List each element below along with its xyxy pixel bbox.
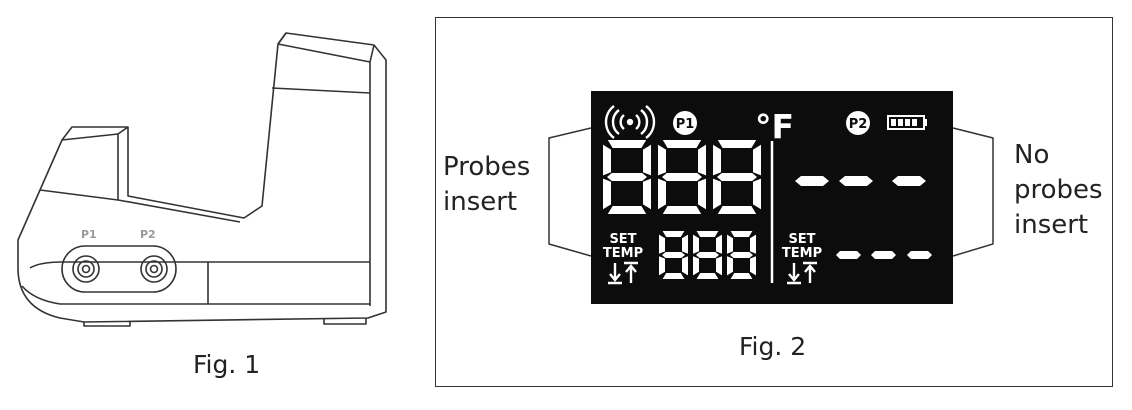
svg-text:TEMP: TEMP xyxy=(782,246,822,261)
svg-text:TEMP: TEMP xyxy=(603,246,643,261)
probe1-temp-digits xyxy=(603,140,761,214)
set-digit-1 xyxy=(659,231,688,279)
port-label-p2: P2 xyxy=(140,228,156,241)
set-temp-label-right: SET TEMP xyxy=(782,232,822,261)
fig2-caption: Fig. 2 xyxy=(739,332,807,361)
probe1-badge: P1 xyxy=(673,111,697,135)
no-probes-insert-label: No probes insert xyxy=(1014,140,1103,240)
port-label-p1: P1 xyxy=(81,228,97,241)
probe2-badge: P2 xyxy=(846,111,870,135)
svg-text:SET: SET xyxy=(788,232,815,247)
svg-text:P1: P1 xyxy=(676,117,695,132)
device-side-view: P1 P2 xyxy=(17,32,387,327)
up-down-arrows-icon xyxy=(787,261,817,285)
svg-text:SET: SET xyxy=(609,232,636,247)
probe2-set-dashes xyxy=(836,251,932,259)
set-digit-2 xyxy=(693,231,722,279)
left-bracket xyxy=(548,127,592,257)
set-temp-label-left: SET TEMP xyxy=(603,232,643,261)
battery-icon xyxy=(887,115,927,130)
fig2-frame xyxy=(435,17,1113,387)
wireless-signal-icon xyxy=(604,105,656,139)
right-bracket xyxy=(952,127,994,257)
fig1-caption: Fig. 1 xyxy=(193,350,261,379)
big-digit-2 xyxy=(658,140,706,214)
probe2-temp-dashes xyxy=(795,176,926,186)
svg-text:P2: P2 xyxy=(849,117,868,132)
unit-label: °F xyxy=(755,107,794,146)
lcd-display: P1 °F P2 SET TEMP xyxy=(591,91,953,304)
probes-insert-label: Probes insert xyxy=(443,152,531,217)
set-digit-3 xyxy=(727,231,756,279)
probe1-set-digits xyxy=(659,231,756,279)
big-digit-3 xyxy=(713,140,761,214)
up-down-arrows-icon xyxy=(608,261,638,285)
big-digit-1 xyxy=(603,140,651,214)
